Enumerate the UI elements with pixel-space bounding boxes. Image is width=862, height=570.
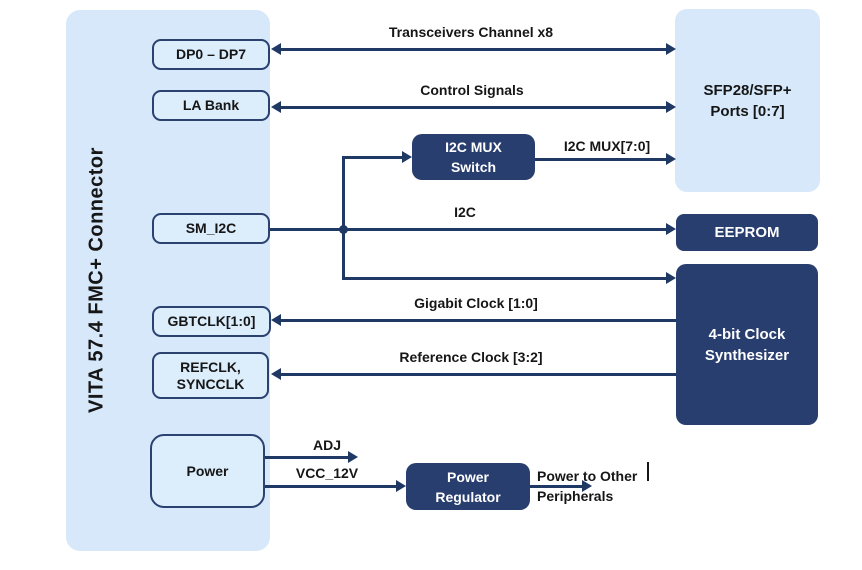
vcc-12v-arrowhead: [396, 480, 406, 492]
i2c-to-synth-arrowhead: [666, 272, 676, 284]
power-out-label-line1: Power to Other: [537, 468, 638, 484]
reference-clock-arrowhead: [271, 368, 281, 380]
reference-clock-label: Reference Clock [3:2]: [399, 349, 543, 365]
i2c-branch-up-line: [342, 156, 345, 230]
port-la-bank: LA Bank: [152, 90, 270, 121]
power-regulator-block: Power Regulator: [406, 463, 530, 510]
transceivers-label: Transceivers Channel x8: [388, 24, 554, 40]
i2c-mux-switch-block: I2C MUX Switch: [412, 134, 535, 180]
gigabit-clock-line: [281, 319, 676, 322]
transceivers-arrowhead-left: [271, 43, 281, 55]
control-signals-arrowhead-right: [666, 101, 676, 113]
i2c-mux-switch-label-line1: I2C MUX: [445, 139, 502, 155]
power-regulator-label-line1: Power: [446, 468, 489, 485]
control-signals-arrowhead-left: [271, 101, 281, 113]
sfp-ports-label-line2: Ports [0:7]: [710, 102, 785, 120]
clock-synthesizer-label-line2: Synthesizer: [704, 346, 790, 364]
clock-synthesizer-label-line1: 4-bit Clock: [708, 325, 786, 343]
power-out-line: [530, 485, 583, 488]
adj-arrowhead: [348, 451, 358, 463]
port-refclk-syncclk: REFCLK, SYNCCLK: [152, 352, 269, 399]
i2c-label: I2C: [454, 204, 476, 220]
power-out-arrowhead: [582, 480, 592, 492]
fmc-connector-label: VITA 57.4 FMC+ Connector: [85, 147, 108, 414]
vcc-12v-line: [265, 485, 397, 488]
gigabit-clock-label: Gigabit Clock [1:0]: [414, 295, 538, 311]
i2c-mux-bus-arrowhead: [666, 153, 676, 165]
vcc-12v-label: VCC_12V: [295, 465, 359, 481]
i2c-branch-down-line: [342, 228, 345, 280]
i2c-arrowhead-eeprom: [666, 223, 676, 235]
i2c-to-mux-line: [342, 156, 403, 159]
power-out-label-line2: Peripherals: [537, 488, 614, 504]
i2c-line: [270, 228, 667, 231]
control-signals-line: [281, 106, 667, 109]
i2c-to-synth-line: [342, 277, 667, 280]
i2c-to-mux-arrowhead: [402, 151, 412, 163]
port-dp0-dp7: DP0 – DP7: [152, 39, 270, 70]
text-cursor: [647, 462, 649, 481]
adj-label: ADJ: [312, 437, 341, 453]
adj-line: [265, 456, 349, 459]
transceivers-arrowhead-right: [666, 43, 676, 55]
port-gbtclk: GBTCLK[1:0]: [152, 306, 271, 337]
gigabit-clock-arrowhead: [271, 314, 281, 326]
port-power: Power: [150, 434, 265, 508]
port-sm-i2c: SM_I2C: [152, 213, 270, 244]
power-out-label[interactable]: Power to Other Peripherals: [537, 466, 667, 506]
control-signals-label: Control Signals: [420, 82, 524, 98]
transceivers-line: [281, 48, 667, 51]
i2c-mux-bus-line: [535, 158, 667, 161]
clock-synthesizer-block: 4-bit Clock Synthesizer: [676, 264, 818, 425]
i2c-mux-switch-label-line2: Switch: [450, 159, 497, 175]
eeprom-block: EEPROM: [676, 214, 818, 251]
power-regulator-label-line2: Regulator: [435, 488, 501, 505]
reference-clock-line: [281, 373, 676, 376]
sfp-ports-label-line1: SFP28/SFP+: [703, 81, 792, 99]
i2c-mux-bus-label: I2C MUX[7:0]: [563, 138, 651, 154]
sfp-ports-block: SFP28/SFP+ Ports [0:7]: [675, 9, 820, 192]
